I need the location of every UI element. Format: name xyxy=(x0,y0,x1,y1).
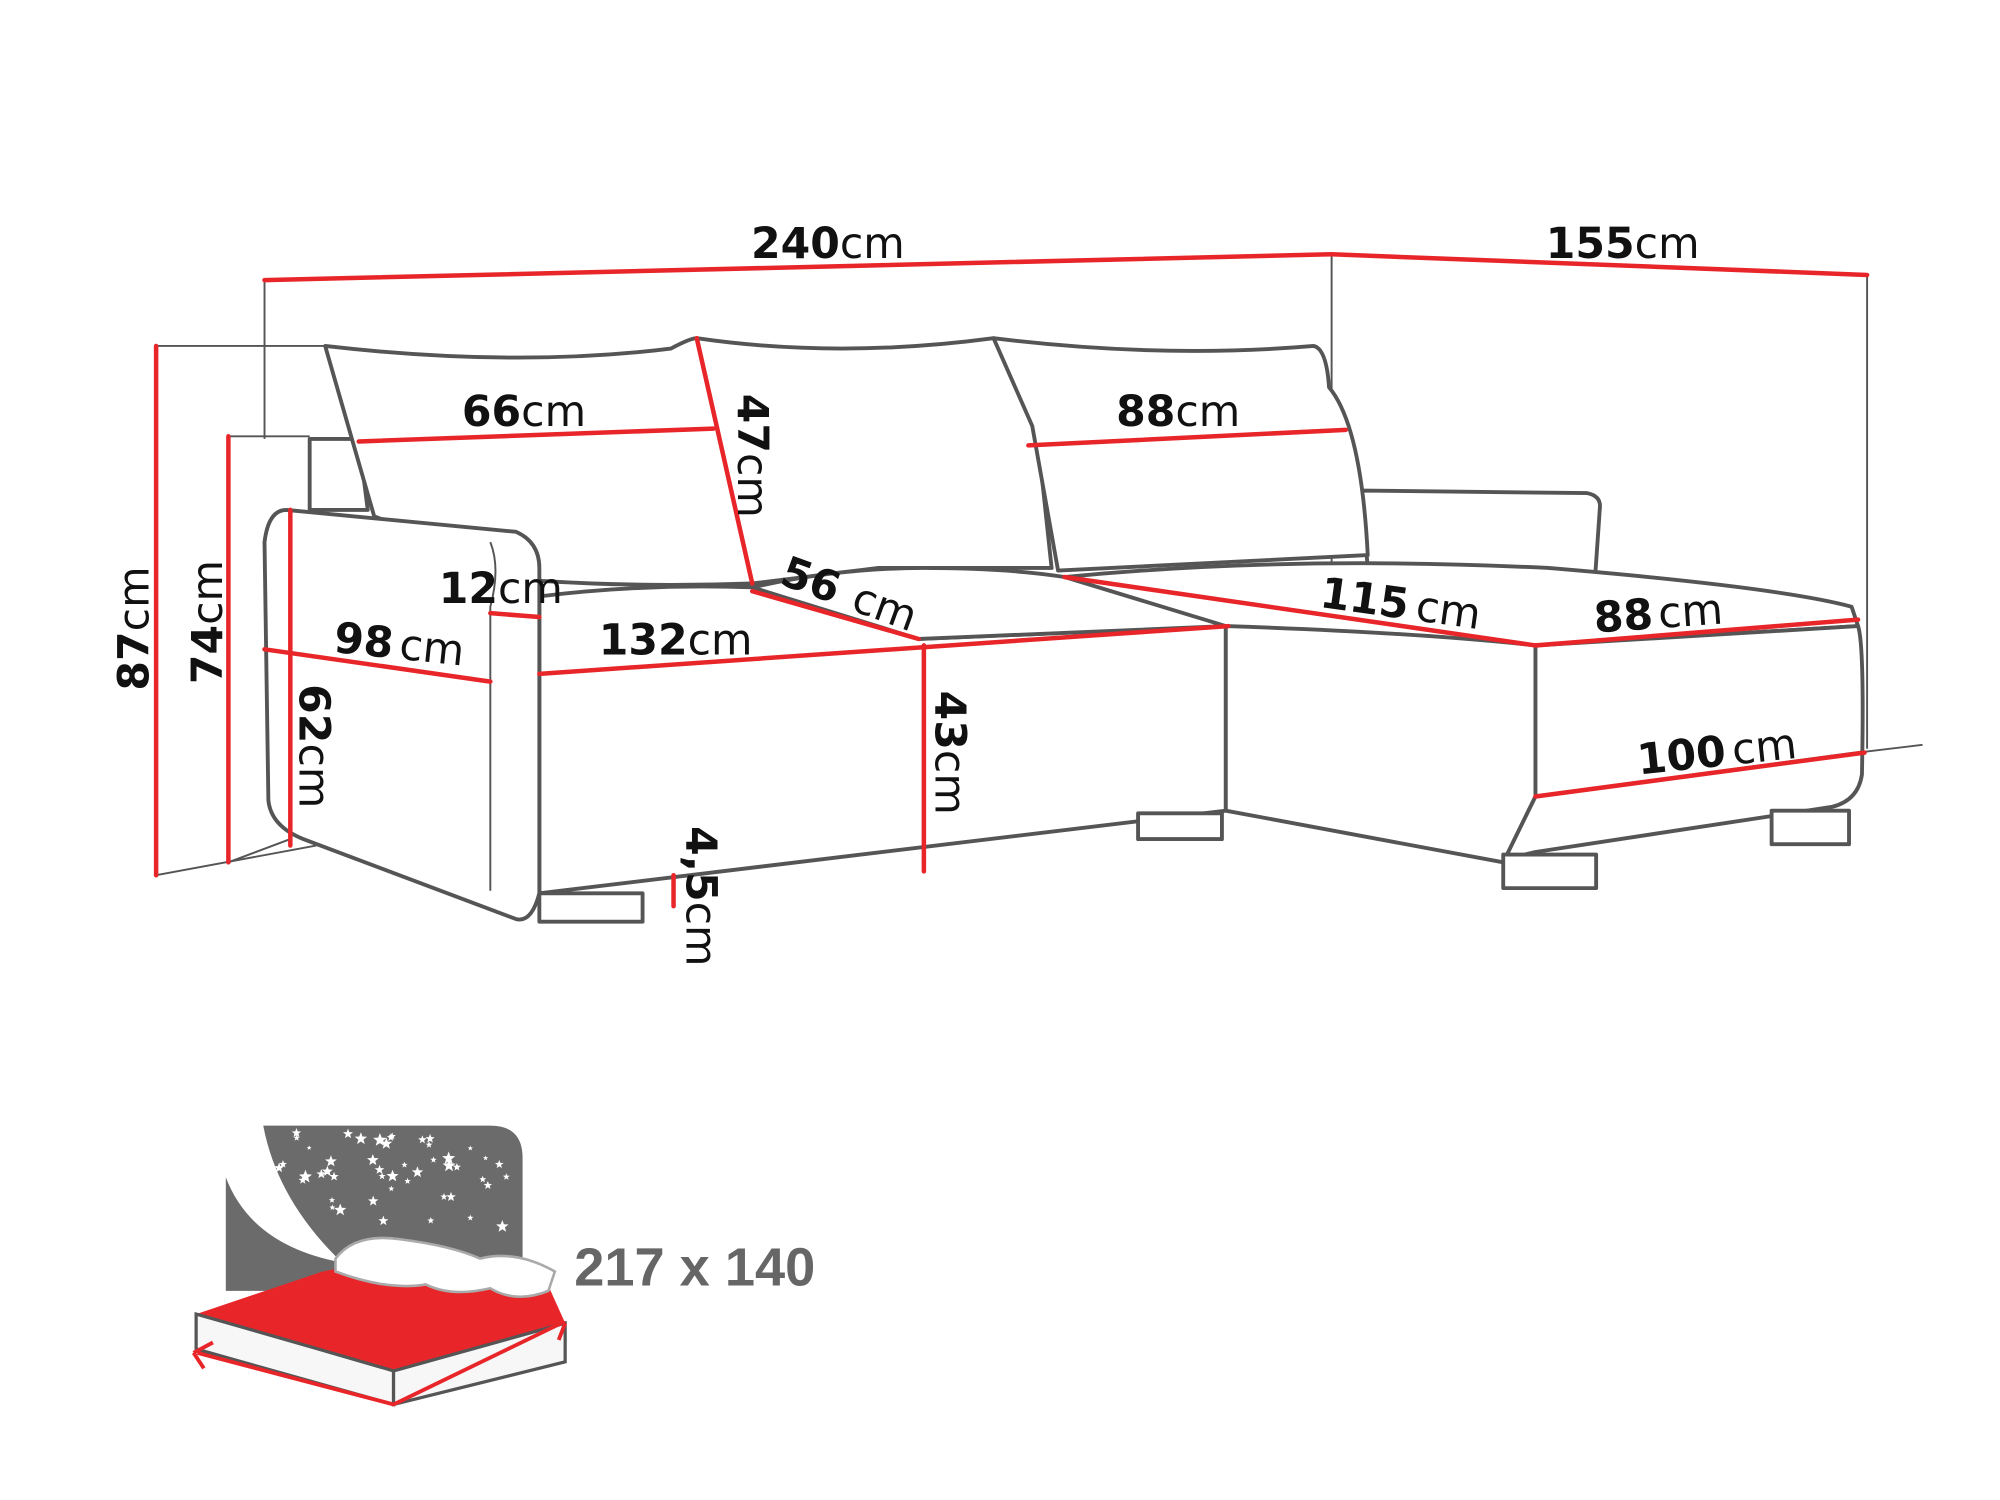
star-icon xyxy=(440,1193,448,1200)
label-chaise-width: 100cm xyxy=(1635,719,1800,785)
star-icon xyxy=(373,1133,387,1146)
star-icon xyxy=(482,1155,489,1161)
star-icon xyxy=(425,1141,433,1148)
bed-night-icon: 217 x 140 xyxy=(191,1125,815,1407)
label-chaise-depth: 155cm xyxy=(1546,219,1700,269)
star-icon xyxy=(404,1177,411,1184)
label-chaise-width-top: 88cm xyxy=(1592,585,1724,644)
label-armrest-height: 74cm xyxy=(183,560,233,684)
star-icon xyxy=(425,1133,435,1143)
star-icon xyxy=(411,1166,424,1178)
star-icon xyxy=(316,1169,327,1179)
label-leg-height: 4,5cm xyxy=(675,826,725,966)
star-icon xyxy=(329,1171,339,1181)
star-icon xyxy=(483,1180,493,1190)
star-icon xyxy=(430,1156,437,1163)
star-icon xyxy=(366,1154,379,1166)
label-seat-width: 132cm xyxy=(599,615,753,665)
label-armrest-width: 12cm xyxy=(439,564,563,614)
label-seat-height: 43cm xyxy=(924,691,974,815)
star-icon xyxy=(388,1185,395,1192)
star-icon xyxy=(378,1215,389,1226)
sleeping-area-label: 217 x 140 xyxy=(574,1238,815,1298)
star-icon xyxy=(374,1164,385,1174)
star-icon xyxy=(298,1175,307,1184)
star-icon xyxy=(496,1220,509,1232)
star-icon xyxy=(446,1191,456,1202)
star-icon xyxy=(452,1162,461,1171)
star-icon xyxy=(321,1165,333,1176)
label-cushion-right-width: 88cm xyxy=(1116,387,1240,437)
star-icon xyxy=(467,1214,474,1221)
star-icon xyxy=(386,1133,395,1141)
star-icon xyxy=(401,1161,408,1168)
star-icon xyxy=(354,1132,368,1145)
star-icon xyxy=(388,1132,396,1140)
star-icon xyxy=(325,1155,337,1167)
star-icon xyxy=(442,1151,456,1164)
star-icon xyxy=(467,1145,473,1151)
label-chaise-seat-length: 115cm xyxy=(1317,568,1484,640)
star-icon xyxy=(502,1173,510,1180)
star-icon xyxy=(368,1195,379,1206)
star-icon xyxy=(306,1145,312,1150)
star-icon xyxy=(278,1159,287,1168)
star-icon xyxy=(442,1158,456,1172)
label-side-depth: 98cm xyxy=(332,613,467,676)
star-icon xyxy=(378,1172,386,1180)
star-icon xyxy=(380,1137,393,1149)
star-icon xyxy=(328,1196,336,1203)
star-icon xyxy=(427,1217,435,1224)
star-icon xyxy=(494,1159,504,1169)
star-icon xyxy=(291,1127,302,1138)
label-cushion-left-width: 66cm xyxy=(462,387,586,437)
star-icon xyxy=(329,1204,336,1211)
star-icon xyxy=(418,1135,427,1144)
star-icon xyxy=(298,1169,312,1183)
star-icon xyxy=(274,1162,284,1173)
star-icon xyxy=(334,1203,347,1216)
dimension-lines xyxy=(153,252,1870,909)
stars-icon xyxy=(274,1127,510,1232)
star-icon xyxy=(293,1134,300,1141)
label-side-height: 62cm xyxy=(288,684,338,808)
label-total-height: 87cm xyxy=(109,566,159,690)
star-icon xyxy=(479,1175,487,1183)
star-icon xyxy=(386,1169,399,1182)
label-total-width: 240cm xyxy=(751,219,905,269)
star-icon xyxy=(342,1128,354,1139)
label-cushion-height: 47cm xyxy=(727,394,777,518)
